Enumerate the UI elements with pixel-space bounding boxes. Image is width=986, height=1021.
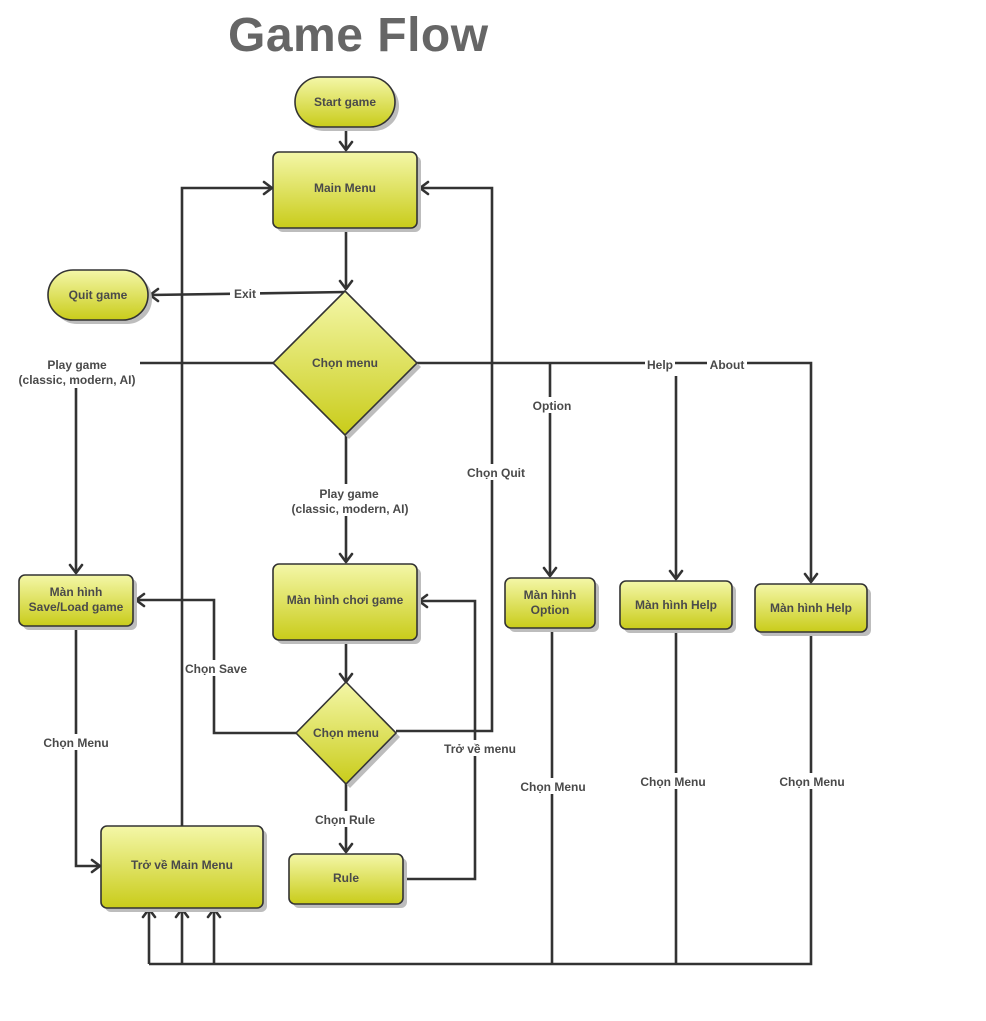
edge-label-play-left-2: (classic, modern, AI) <box>19 373 136 387</box>
node-label-line1: Màn hình <box>524 588 577 602</box>
node-label: Quit game <box>69 288 128 302</box>
edge-label-quit: Chọn Quit <box>467 466 525 480</box>
edge-label-menu-about: Chọn Menu <box>779 775 844 789</box>
edge-label-option: Option <box>533 399 572 413</box>
edge-label-play-left-1: Play game <box>47 358 107 372</box>
edge-label-menu-option: Chọn Menu <box>520 780 585 794</box>
arrowhead <box>90 858 102 874</box>
diagram-title: Game Flow <box>228 9 489 62</box>
arrowhead <box>803 572 819 584</box>
node-label: Rule <box>333 871 359 885</box>
arrowhead <box>338 140 354 152</box>
node-choose-menu-1: Chọn menu <box>271 289 421 439</box>
edge-quit-loop <box>396 186 494 733</box>
edge-label-exit: Exit <box>234 287 256 301</box>
arrowhead <box>668 569 684 581</box>
arrowhead <box>542 566 558 578</box>
edge-label-save: Chọn Save <box>185 662 247 676</box>
arrowhead <box>338 552 354 564</box>
node-rule: Rule <box>288 853 407 908</box>
node-back-main: Trở về Main Menu <box>100 825 267 912</box>
node-label: Start game <box>314 95 376 109</box>
node-label-line1: Màn hình <box>50 585 103 599</box>
node-label: Chọn menu <box>312 356 378 370</box>
node-label: Màn hình Help <box>770 601 852 615</box>
node-start-game: Start game <box>294 76 399 131</box>
node-label: Main Menu <box>314 181 376 195</box>
node-main-menu: Main Menu <box>272 151 421 232</box>
arrowhead <box>338 279 354 291</box>
edge-label-about: About <box>710 358 745 372</box>
node-choose-menu-2: Chọn menu <box>294 680 400 788</box>
edge-label-play-center-2: (classic, modern, AI) <box>292 502 409 516</box>
arrowhead <box>338 842 354 854</box>
node-label: Chọn menu <box>313 726 379 740</box>
node-label: Màn hình chơi game <box>287 593 404 607</box>
edge-label-menu-saveload: Chọn Menu <box>43 736 108 750</box>
node-label-line2: Save/Load game <box>29 600 124 614</box>
arrowhead <box>262 180 274 196</box>
edge-label-back-menu: Trở về menu <box>444 742 516 756</box>
node-label-line2: Option <box>531 603 570 617</box>
edge-right-branch <box>417 361 813 582</box>
node-quit-game: Quit game <box>47 269 152 324</box>
edge-bottom-bus <box>149 632 813 966</box>
node-label: Trở về Main Menu <box>131 858 233 872</box>
edge-label-rule: Chọn Rule <box>315 813 375 827</box>
node-about: Màn hình Help <box>754 583 871 636</box>
node-play-screen: Màn hình chơi game <box>272 563 421 644</box>
node-option: Màn hình Option <box>504 577 599 632</box>
edge-label-help: Help <box>647 358 673 372</box>
edge-back-main <box>180 186 272 826</box>
node-help: Màn hình Help <box>619 580 736 633</box>
node-save-load: Màn hình Save/Load game <box>18 574 137 630</box>
connectors <box>74 128 813 966</box>
edge-label-play-center-1: Play game <box>319 487 379 501</box>
edge-labels: Exit Play game (classic, modern, AI) Pla… <box>19 286 845 827</box>
edge-saveload-back <box>74 626 100 868</box>
arrowhead <box>68 563 84 575</box>
edge-label-menu-help: Chọn Menu <box>640 775 705 789</box>
node-label: Màn hình Help <box>635 598 717 612</box>
